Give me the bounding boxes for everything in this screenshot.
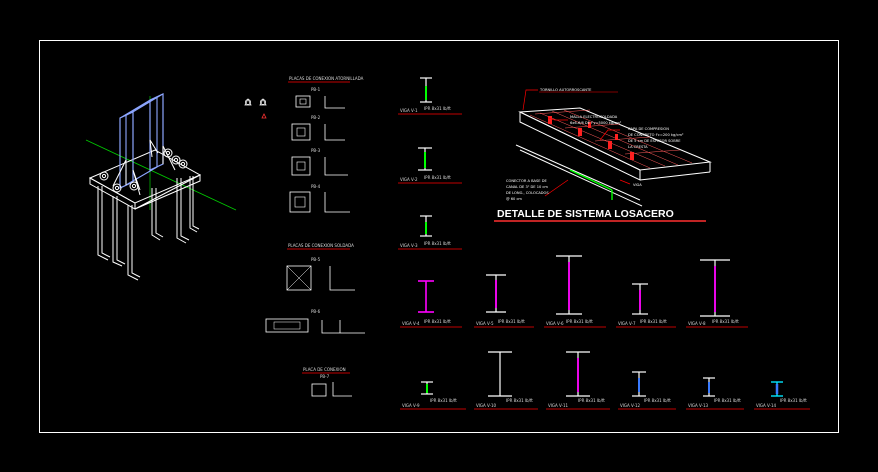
- callout-capa-2: DE CONCRETO f'c=200 kg/cm²: [628, 133, 684, 137]
- beam-section: VIGA V-3 IPR 8x31 lb/ft: [398, 215, 462, 250]
- beam-section: VIGA V-11 IPR 8x31 lb/ft: [546, 351, 610, 410]
- beam-spec: IPR 8x31 lb/ft: [644, 398, 671, 403]
- beam-spec: IPR 8x31 lb/ft: [712, 319, 739, 324]
- beam-section: VIGA V-1 IPR 8x31 lb/ft: [398, 77, 462, 115]
- plate-section-title-3: PLACA DE CONEXION: [303, 367, 346, 372]
- beam-section: VIGA V-4 IPR 8x31 lb/ft: [400, 280, 462, 328]
- plate-label: PB-3: [311, 148, 321, 153]
- plate-section-title: PLACAS DE CONEXION ATORNILLADA: [289, 76, 364, 81]
- beam-spec: IPR 8x31 lb/ft: [498, 319, 525, 324]
- beam-spec: IPR 8x31 lb/ft: [430, 398, 457, 403]
- plate-label: PB-4: [311, 184, 321, 189]
- detail-title: DETALLE DE SISTEMA LOSACERO: [497, 208, 674, 220]
- sheet-border: [39, 40, 839, 433]
- beam-section: VIGA V-7 IPR 8x31 lb/ft: [616, 283, 676, 328]
- beam-section: VIGA V-13 IPR 8x31 lb/ft: [686, 377, 744, 410]
- plate-label: PB-7: [320, 374, 330, 379]
- beam-label: VIGA V-10: [476, 403, 497, 408]
- beam-label: VIGA V-9: [402, 403, 420, 408]
- weld-symbols: [244, 98, 267, 119]
- beam-section: VIGA V-14 IPR 8x31 lb/ft: [754, 381, 810, 410]
- beam-section: VIGA V-9 IPR 8x31 lb/ft: [400, 381, 466, 410]
- beam-spec: IPR 8x31 lb/ft: [424, 106, 451, 111]
- callout-conector-3: DE LONG., COLOCADOS: [506, 191, 549, 195]
- beam-label: VIGA V-7: [618, 321, 636, 326]
- callout-conector-1: CONECTOR A BASE DE: [506, 179, 547, 183]
- beam-spec: IPR 8x31 lb/ft: [424, 319, 451, 324]
- beam-section: VIGA V-10 IPR 8x31 lb/ft: [474, 351, 538, 410]
- beam-label: VIGA V-11: [548, 403, 569, 408]
- plate-section-title-2: PLACAS DE CONEXION SOLDADA: [288, 243, 354, 248]
- callout-conector-2: CANAL DE 3" DE 10 cm: [506, 185, 548, 189]
- callout-tornillo: TORNILLO AUTORROSCANTE: [539, 88, 592, 92]
- callout-viga: VIGA: [633, 183, 642, 187]
- beam-label: VIGA V-1: [400, 108, 418, 113]
- beam-spec: IPR 8x31 lb/ft: [578, 398, 605, 403]
- beam-spec: IPR 8x31 lb/ft: [424, 175, 451, 180]
- callout-capa-3: DE 5 cm DE ESPESOR SOBRE: [628, 139, 681, 143]
- beam-label: VIGA V-2: [400, 177, 418, 182]
- beam-section: VIGA V-5 IPR 8x31 lb/ft: [474, 274, 534, 328]
- beam-label: VIGA V-6: [546, 321, 564, 326]
- callout-capa-4: LA CRESTA: [628, 145, 648, 149]
- beam-label: VIGA V-4: [402, 321, 420, 326]
- beam-spec: IPR 8x31 lb/ft: [714, 398, 741, 403]
- plate-label: PB-1: [311, 87, 321, 92]
- beam-spec: IPR 8x31 lb/ft: [780, 398, 807, 403]
- beam-label: VIGA V-14: [756, 403, 777, 408]
- beam-section: VIGA V-6 IPR 8x31 lb/ft: [544, 255, 606, 328]
- beam-spec: IPR 8x31 lb/ft: [640, 319, 667, 324]
- plate-label: PB-5: [311, 257, 321, 262]
- beam-label: VIGA V-12: [620, 403, 641, 408]
- plate-label: PB-6: [311, 309, 321, 314]
- callout-malla-2: 6x6-6/6 DE f'y=5000 kg/cm²: [570, 121, 622, 125]
- losacero-detail: TORNILLO AUTORROSCANTE MALLA ELECTROSOLD…: [494, 88, 712, 222]
- beam-label: VIGA V-8: [688, 321, 706, 326]
- plate-details-column: PLACAS DE CONEXION ATORNILLADA PB-1 PB-2…: [265, 76, 365, 397]
- beam-section: VIGA V-8 IPR 8x31 lb/ft: [686, 259, 748, 328]
- beam-section: VIGA V-12 IPR 8x31 lb/ft: [618, 371, 676, 410]
- beam-label: VIGA V-3: [400, 243, 418, 248]
- isometric-column-base: [85, 93, 237, 281]
- callout-capa-1: CAPA DE COMPRESION: [628, 127, 669, 131]
- plate-label: PB-2: [311, 115, 321, 120]
- beam-spec: IPR 8x31 lb/ft: [566, 319, 593, 324]
- beam-section: VIGA V-2 IPR 8x31 lb/ft: [398, 147, 462, 184]
- callout-malla-1: MALLA ELECTROSOLDADA: [570, 115, 618, 119]
- beam-spec: IPR 8x31 lb/ft: [506, 398, 533, 403]
- callout-conector-4: @ 60 cm: [506, 197, 522, 201]
- beam-spec: IPR 8x31 lb/ft: [424, 241, 451, 246]
- beam-label: VIGA V-5: [476, 321, 494, 326]
- beam-label: VIGA V-13: [688, 403, 709, 408]
